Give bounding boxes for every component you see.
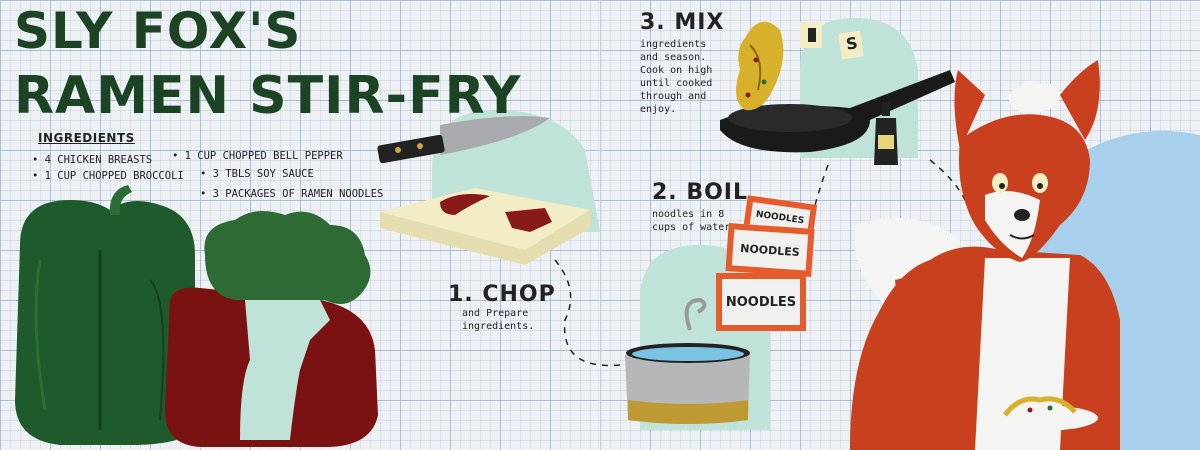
broccoli bbox=[204, 211, 371, 440]
dashed-path-2 bbox=[807, 164, 829, 236]
plate-of-noodles bbox=[982, 396, 1098, 431]
knife bbox=[377, 116, 550, 164]
noodle-package: NOODLES bbox=[725, 223, 815, 277]
noodle-package: NOODLES bbox=[716, 273, 806, 331]
step-text-boil: noodles in 8 cups of water bbox=[652, 209, 731, 233]
soy-sauce-bottle bbox=[874, 102, 898, 165]
title-line-2: RAMEN STIR-FRY bbox=[14, 66, 522, 126]
steam bbox=[684, 297, 707, 331]
frying-pan bbox=[720, 21, 955, 153]
step-text-chop: and Prepare ingredients. bbox=[462, 308, 535, 332]
cutting-board bbox=[380, 188, 590, 265]
dashed-path-3 bbox=[929, 159, 966, 201]
dashed-path-1 bbox=[554, 259, 621, 367]
chef-hat bbox=[1008, 80, 1060, 112]
ingredient-item: • 3 Packages of Ramen Noodles bbox=[200, 188, 384, 200]
ingredient-item: • 3 Tbls Soy Sauce bbox=[200, 168, 314, 180]
pot bbox=[625, 343, 750, 424]
step-title-chop: 1. CHOP bbox=[448, 282, 556, 307]
title-line-1: SLY FOX'S bbox=[14, 2, 302, 60]
pepper-shaker bbox=[800, 22, 822, 48]
ingredient-item: • 1 Cup Chopped Bell Pepper bbox=[172, 150, 343, 162]
step-title-mix: 3. MIX bbox=[640, 10, 725, 35]
ingredient-item: • 4 Chicken Breasts bbox=[32, 154, 153, 166]
salt-shaker-label: S bbox=[844, 33, 859, 54]
green-pepper bbox=[15, 185, 195, 445]
ingredient-item: • 1 Cup Chopped Broccoli bbox=[32, 170, 184, 182]
salt-shaker bbox=[838, 30, 864, 60]
step-text-mix: ingredients and season. Cook on high unt… bbox=[640, 39, 713, 115]
step-title-boil: 2. BOIL bbox=[652, 180, 748, 205]
ingredients-heading: INGREDIENTS bbox=[38, 131, 135, 145]
page-fold bbox=[598, 0, 602, 450]
